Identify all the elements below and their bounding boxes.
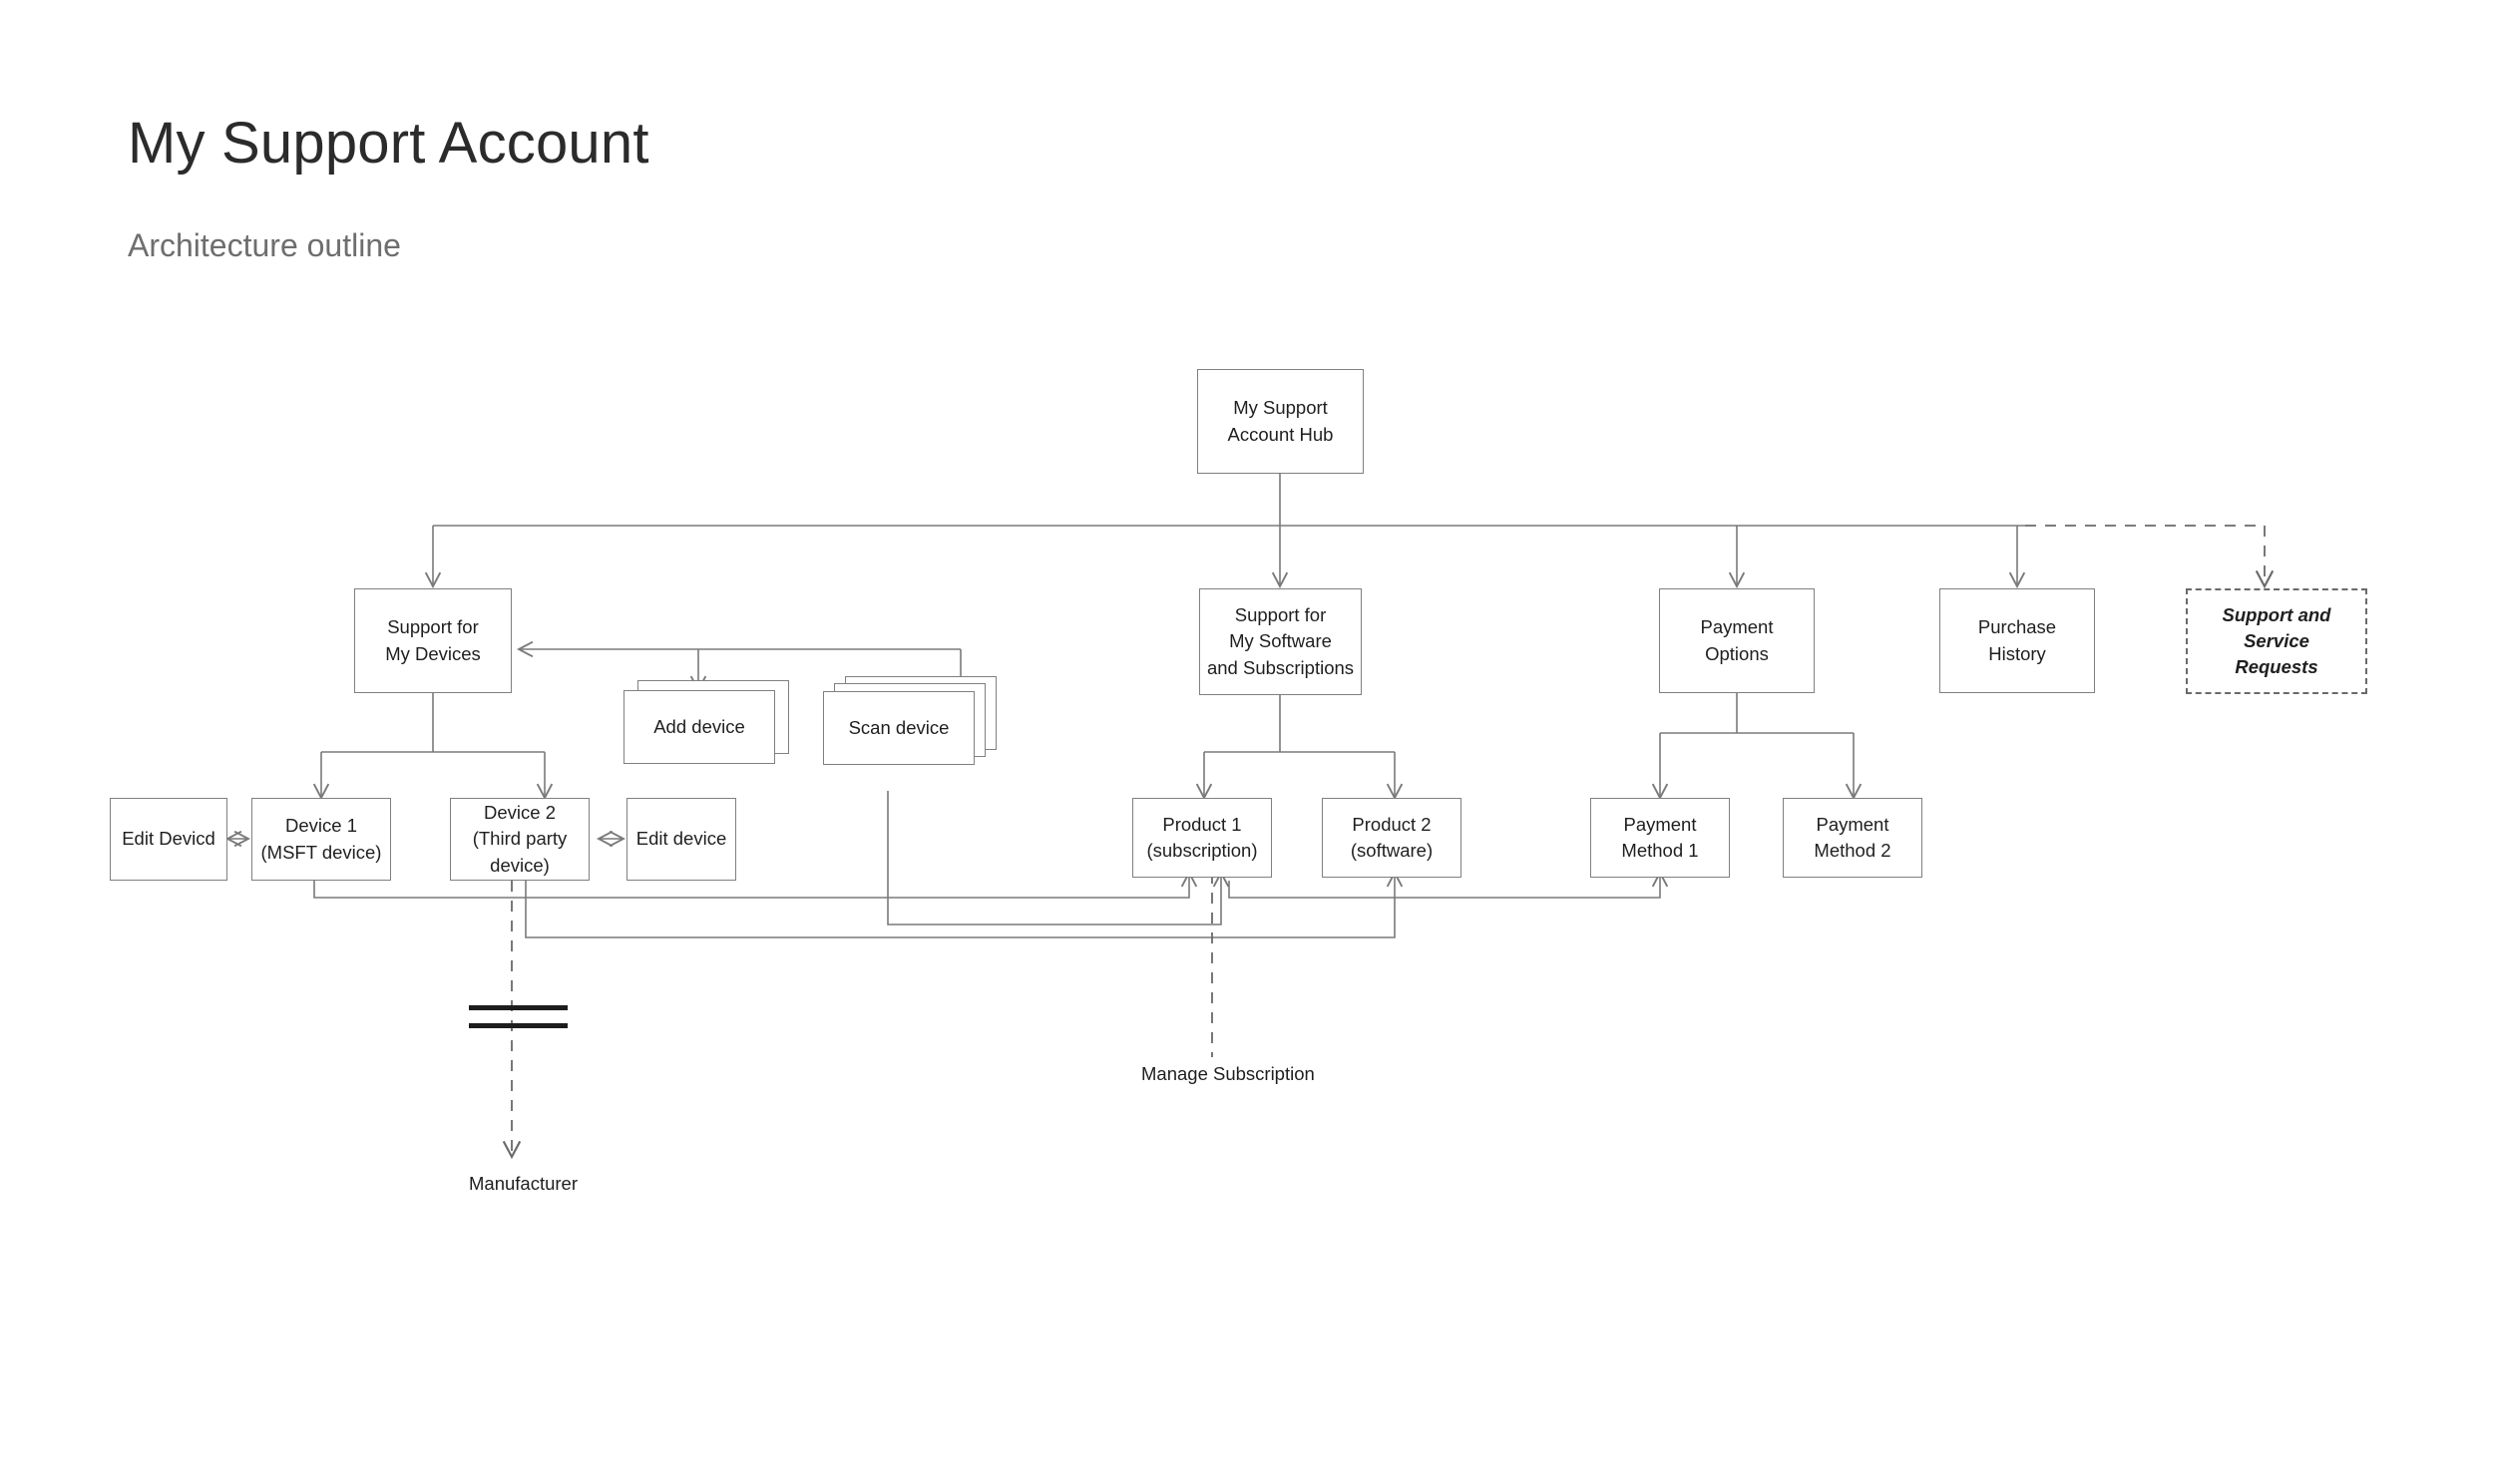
node-payment-method-2[interactable]: Payment Method 2 xyxy=(1783,798,1922,878)
node-edit-devicd[interactable]: Edit Devicd xyxy=(110,798,227,881)
node-label: Device 1 (MSFT device) xyxy=(260,815,382,863)
edge-device1-product1 xyxy=(313,870,1198,899)
node-label: Payment Method 2 xyxy=(1814,813,1891,861)
edge-device2-product2 xyxy=(525,870,1404,938)
node-support-for-my-devices[interactable]: Support for My Devices xyxy=(354,588,512,693)
node-product-2[interactable]: Product 2 (software) xyxy=(1322,798,1461,878)
edge-scandevice-product1 xyxy=(887,791,1230,926)
node-edit-device[interactable]: Edit device xyxy=(626,798,736,881)
node-label: Device 2 (Third party device) xyxy=(472,802,568,876)
node-payment-options[interactable]: Payment Options xyxy=(1659,588,1815,693)
node-add-device[interactable]: Add device xyxy=(624,680,789,768)
break-bar-lower xyxy=(469,1023,568,1028)
node-label: Payment Options xyxy=(1700,616,1774,664)
node-device-1[interactable]: Device 1 (MSFT device) xyxy=(251,798,391,881)
node-label: Purchase History xyxy=(1977,616,2057,664)
stack-sheet-front: Add device xyxy=(624,690,775,764)
node-label: Edit Devicd xyxy=(122,828,215,850)
stack-sheet-front: Scan device xyxy=(823,691,975,765)
page-title: My Support Account xyxy=(128,111,649,176)
node-payment-method-1[interactable]: Payment Method 1 xyxy=(1590,798,1730,878)
edge-hub-support-service-requests xyxy=(2025,525,2275,589)
annotation-manufacturer: Manufacturer xyxy=(469,1173,578,1194)
annotation-manage-subscription: Manage Subscription xyxy=(1141,1063,1315,1084)
node-label: Edit device xyxy=(635,828,727,850)
page-subtitle: Architecture outline xyxy=(128,227,401,263)
node-label: Product 1 (subscription) xyxy=(1146,813,1258,861)
node-label: Product 2 (software) xyxy=(1350,813,1434,861)
node-purchase-history[interactable]: Purchase History xyxy=(1939,588,2095,693)
node-product-1[interactable]: Product 1 (subscription) xyxy=(1132,798,1272,878)
node-support-and-service-requests[interactable]: Support and Service Requests xyxy=(2186,588,2367,694)
node-support-for-my-software-and-subscriptions[interactable]: Support for My Software and Subscription… xyxy=(1199,588,1362,695)
node-label: Payment Method 1 xyxy=(1621,813,1699,861)
node-label: Support for My Software and Subscription… xyxy=(1206,604,1355,678)
break-bar-upper xyxy=(469,1005,568,1010)
node-label: Support for My Devices xyxy=(385,616,481,664)
node-scan-device[interactable]: Scan device xyxy=(823,676,1003,772)
node-device-2[interactable]: Device 2 (Third party device) xyxy=(450,798,590,881)
node-label: Support and Service Requests xyxy=(2222,603,2331,678)
node-label: Add device xyxy=(653,715,745,737)
node-label: My Support Account Hub xyxy=(1227,397,1334,445)
node-my-support-account-hub[interactable]: My Support Account Hub xyxy=(1197,369,1364,474)
edge-product1-paymentmethod1 xyxy=(1228,870,1669,899)
node-label: Scan device xyxy=(848,716,950,738)
